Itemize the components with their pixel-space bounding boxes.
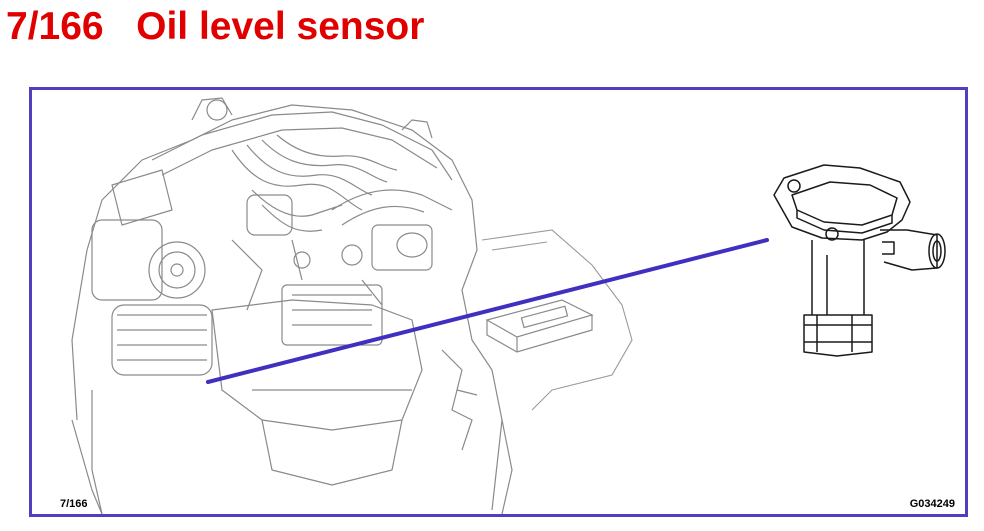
diagram-canvas	[71, 97, 946, 514]
page-title: 7/166 Oil level sensor	[6, 2, 424, 52]
oil-level-sensor-illustration	[773, 164, 946, 357]
leader-line	[206, 238, 769, 384]
body-panel-outline	[481, 229, 633, 411]
title-code: 7/166	[6, 5, 104, 48]
page-reference: 7/166	[60, 498, 88, 510]
control-unit-illustration	[485, 299, 594, 353]
title-name: Oil level sensor	[136, 5, 425, 48]
figure-id: G034249	[909, 498, 955, 510]
engine-illustration	[71, 97, 513, 514]
diagram-frame: 7/166 G034249	[29, 87, 968, 517]
